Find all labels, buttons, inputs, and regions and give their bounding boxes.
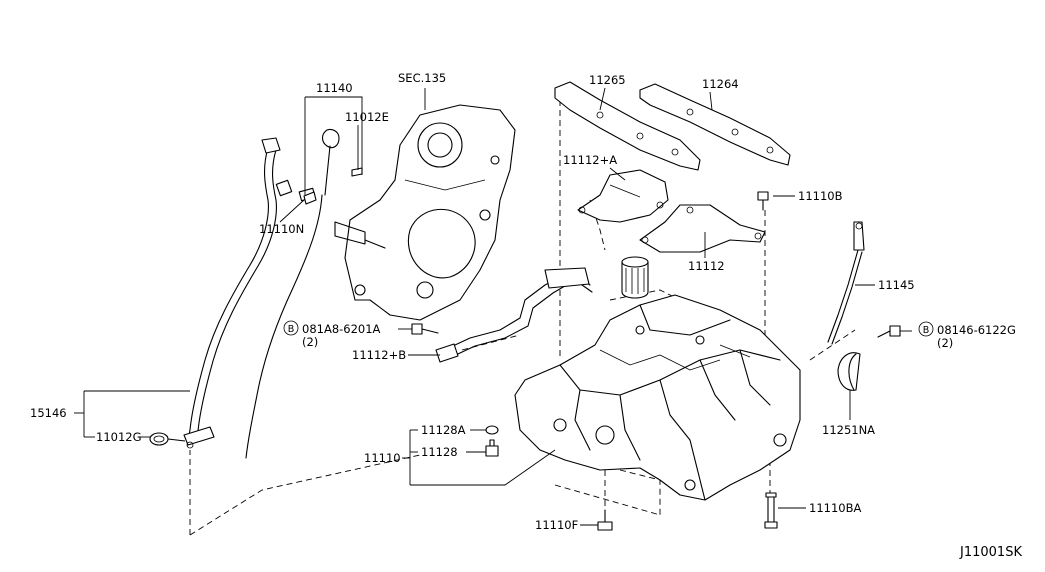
dipstick-left[interactable] <box>245 128 340 459</box>
o-ring-11012G[interactable] <box>149 432 169 446</box>
timing-cover-sec135[interactable] <box>334 104 516 321</box>
bracket-11112[interactable] <box>639 204 766 253</box>
bolt-11110BA[interactable] <box>764 492 778 529</box>
label-11110F[interactable]: 11110F <box>535 518 578 532</box>
label-11110N[interactable]: 11110N <box>259 222 304 236</box>
part-labels: 11140 SEC.135 11012E 11110N 11265 11264 … <box>30 71 1022 560</box>
label-11112[interactable]: 11112 <box>688 259 725 273</box>
label-11251NA[interactable]: 11251NA <box>822 423 875 437</box>
label-11110BA[interactable]: 11110BA <box>809 501 861 515</box>
bolt-11110B[interactable] <box>757 191 769 211</box>
oil-pipe-11112B[interactable] <box>435 267 593 363</box>
cylinder-block-11110[interactable] <box>514 294 801 501</box>
label-11112B[interactable]: 11112+B <box>352 348 406 362</box>
dipstick-11145[interactable] <box>827 221 865 345</box>
oil-seal-11251NA[interactable] <box>837 352 861 391</box>
bolt-11110F[interactable] <box>597 509 613 531</box>
leader-lines <box>74 87 912 526</box>
bolt-marker-b-left-text: B <box>288 324 295 335</box>
label-11012G[interactable]: 11012G <box>96 430 142 444</box>
gasket-11264[interactable] <box>639 83 791 166</box>
bolt-081A8-6201A[interactable] <box>411 323 439 335</box>
label-11112A[interactable]: 11112+A <box>563 153 617 167</box>
drain-washer-11128A[interactable] <box>485 425 499 435</box>
label-081A8-6201A[interactable]: 081A8-6201A <box>302 322 381 336</box>
label-081A8-qty: (2) <box>302 335 318 349</box>
bolt-marker-b-right-text: B <box>923 325 930 336</box>
label-11264[interactable]: 11264 <box>702 77 739 91</box>
bolt-marker-b-right: B <box>918 321 934 337</box>
bracket-11112A[interactable] <box>577 169 669 223</box>
label-11128A[interactable]: 11128A <box>421 423 466 437</box>
bolt-08146-6122G[interactable] <box>877 325 901 338</box>
label-sec135[interactable]: SEC.135 <box>398 71 446 85</box>
dipstick-tube-15146[interactable] <box>183 137 281 449</box>
label-15146[interactable]: 15146 <box>30 406 67 420</box>
label-11128[interactable]: 11128 <box>421 445 458 459</box>
bolt-marker-b-left: B <box>283 320 299 336</box>
oil-strainer[interactable] <box>621 256 649 299</box>
label-11265[interactable]: 11265 <box>589 73 626 87</box>
label-11145[interactable]: 11145 <box>878 278 915 292</box>
label-11140[interactable]: 11140 <box>316 81 353 95</box>
diagram-id: J11001SK <box>959 545 1022 560</box>
drain-plug-11128[interactable] <box>485 439 499 457</box>
label-08146-6122G[interactable]: 08146-6122G <box>937 323 1016 337</box>
label-11110B[interactable]: 11110B <box>798 189 843 203</box>
label-11110[interactable]: 11110 <box>364 451 401 465</box>
label-11012E[interactable]: 11012E <box>345 110 389 124</box>
bolt-11110N[interactable] <box>303 191 317 205</box>
gasket-11265[interactable] <box>554 81 701 171</box>
o-ring-11012E[interactable] <box>351 167 363 177</box>
label-08146-qty: (2) <box>937 336 953 350</box>
